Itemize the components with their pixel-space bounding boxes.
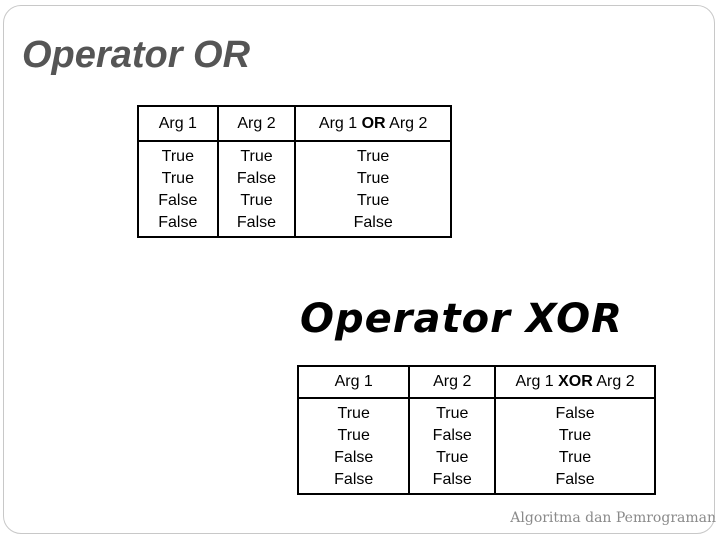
- header-operator: XOR: [558, 373, 593, 390]
- cell-value: False: [236, 214, 277, 231]
- header-arg1: Arg 1: [137, 105, 219, 142]
- xor-truth-table: Arg 1 Arg 2 Arg 1 XOR Arg 2 True True Fa…: [296, 365, 656, 495]
- cell-value: True: [558, 449, 592, 466]
- arg2-column: True False True False: [408, 397, 497, 495]
- result-column: False True True False: [494, 397, 656, 495]
- cell-value: True: [357, 170, 390, 187]
- arg1-column: True True False False: [296, 397, 411, 495]
- cell-value: False: [334, 449, 374, 466]
- header-result-suffix: Arg 2: [385, 114, 428, 132]
- cell-value: True: [337, 405, 370, 422]
- cell-value: False: [432, 471, 472, 488]
- header-result: Arg 1 XOR Arg 2: [494, 365, 656, 399]
- header-arg2: Arg 2: [216, 105, 297, 142]
- arg1-column: True True False False: [137, 140, 219, 238]
- header-operator: OR: [361, 114, 386, 132]
- header-result-prefix: Arg 1: [318, 114, 362, 132]
- cell-value: False: [432, 427, 472, 444]
- cell-value: True: [161, 148, 194, 165]
- cell-value: True: [357, 192, 390, 209]
- header-arg2: Arg 2: [408, 365, 497, 399]
- cell-value: False: [334, 471, 374, 488]
- table-body-row: True True False False True False True Fa…: [137, 140, 452, 238]
- header-result-prefix: Arg 1: [515, 373, 559, 390]
- header-arg1: Arg 1: [296, 365, 411, 399]
- header-result-suffix: Arg 2: [592, 373, 635, 390]
- table-header-row: Arg 1 Arg 2 Arg 1 XOR Arg 2: [296, 365, 656, 399]
- table-header-row: Arg 1 Arg 2 Arg 1 OR Arg 2: [137, 105, 452, 142]
- footer-text: Algoritma dan Pemrograman: [510, 510, 716, 526]
- cell-value: True: [357, 148, 390, 165]
- arg2-column: True False True False: [216, 140, 297, 238]
- result-column: True True True False: [294, 140, 452, 238]
- or-truth-table: Arg 1 Arg 2 Arg 1 OR Arg 2 True True Fal…: [137, 105, 452, 238]
- cell-value: True: [240, 192, 273, 209]
- cell-value: False: [158, 214, 198, 231]
- cell-value: False: [236, 170, 277, 187]
- cell-value: True: [558, 427, 592, 444]
- xor-title: Operator XOR: [300, 296, 623, 342]
- cell-value: True: [436, 405, 469, 422]
- cell-value: True: [337, 427, 370, 444]
- table-body-row: True True False False True False True Fa…: [296, 397, 656, 495]
- cell-value: False: [555, 405, 595, 422]
- cell-value: False: [353, 214, 393, 231]
- header-result: Arg 1 OR Arg 2: [294, 105, 452, 142]
- cell-value: True: [436, 449, 469, 466]
- cell-value: True: [240, 148, 273, 165]
- cell-value: False: [555, 471, 595, 488]
- cell-value: False: [158, 192, 198, 209]
- or-title: Operator OR: [22, 34, 251, 76]
- cell-value: True: [161, 170, 194, 187]
